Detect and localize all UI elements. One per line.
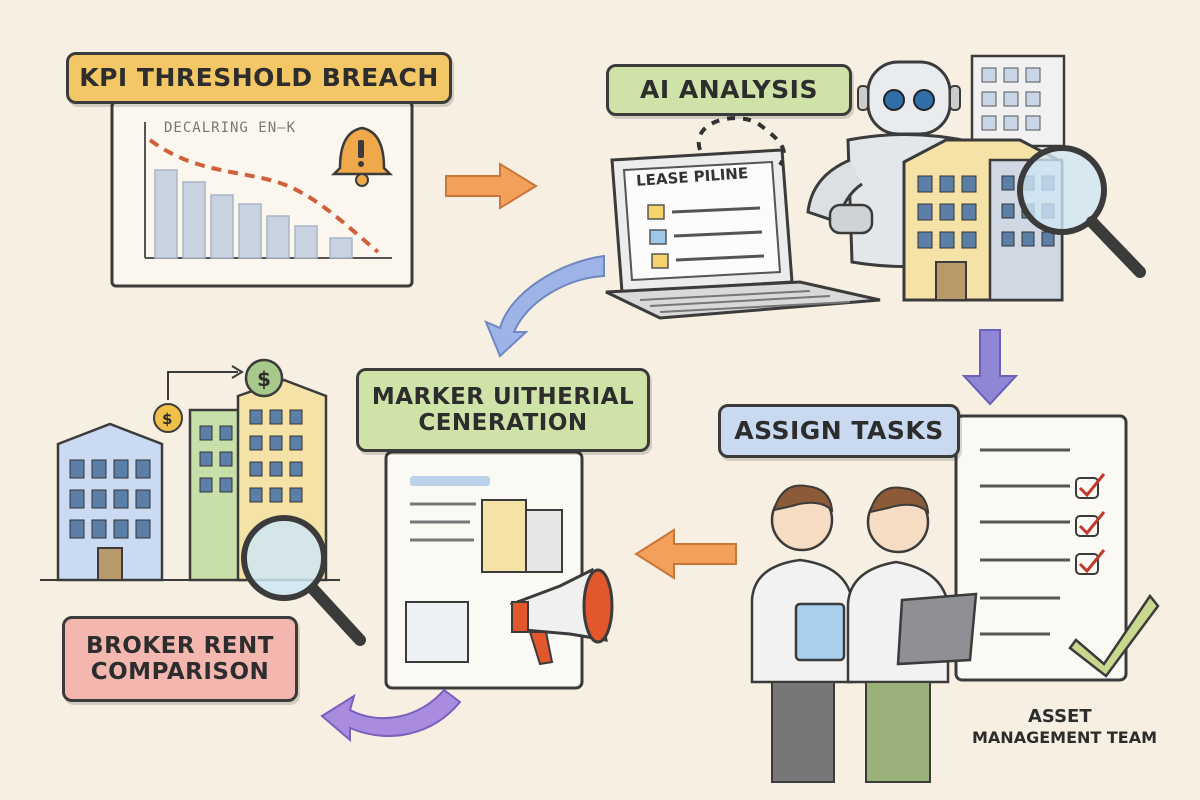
chart-bar: [182, 181, 206, 259]
chart-bar: [294, 225, 318, 259]
magnifier-icon-top: [1017, 145, 1146, 278]
chart-annotation: DECALRING EN—K: [164, 120, 297, 136]
chart-bar: [266, 215, 290, 259]
chart-bar: [210, 194, 234, 259]
chart-bar: [329, 237, 353, 259]
asset-team-people: [750, 484, 978, 783]
arrow-kpi-to-ai: [445, 162, 538, 210]
task-checklist-board: [954, 414, 1160, 682]
kpi-chart-board: [110, 100, 414, 288]
arrow-marker-to-broker: [320, 688, 462, 743]
step-assign-label: ASSIGN TASKS: [734, 415, 944, 445]
arrow-assign-to-marker: [634, 528, 737, 580]
step-broker-rent-comparison: BROKER RENT COMPARISON: [62, 616, 298, 702]
magnifier-icon-bottom: [241, 515, 366, 646]
chart-bar: [154, 169, 178, 259]
marketing-document: [384, 450, 584, 690]
step-kpi-threshold-breach: KPI THRESHOLD BREACH: [66, 52, 452, 104]
step-broker-line1: BROKER RENT: [86, 632, 274, 659]
team-line1: ASSET: [1028, 706, 1092, 727]
laptop-illustration: [605, 116, 881, 320]
chart-bar: [238, 203, 262, 259]
checkbox-icon: [1075, 473, 1106, 575]
megaphone-icon: [509, 567, 614, 666]
svg-text:$: $: [162, 410, 172, 428]
step-kpi-label: KPI THRESHOLD BREACH: [79, 62, 439, 92]
svg-text:$: $: [257, 367, 271, 391]
alarm-bell-icon: [330, 126, 394, 187]
step-broker-line2: COMPARISON: [90, 659, 270, 685]
laptop-checklist: [647, 204, 765, 269]
chart-bars: [154, 169, 353, 259]
step-marker-line2: CENERATION: [418, 410, 588, 436]
dollar-coin-icon: $ $: [153, 358, 284, 433]
step-assign-tasks: ASSIGN TASKS: [718, 404, 960, 458]
arrow-ai-to-marker: [484, 254, 605, 358]
team-line2: MANAGEMENT TEAM: [972, 727, 1158, 747]
step-marker-generation: MARKER UITHERIAL CENERATION: [356, 368, 650, 452]
big-checkmark-icon: [1068, 593, 1160, 678]
declining-trend-line: [148, 138, 380, 254]
arrow-ai-to-assign: [961, 329, 1019, 406]
step-marker-line1: MARKER UITHERIAL: [371, 383, 635, 410]
asset-management-team-caption: ASSET MANAGEMENT TEAM: [972, 706, 1162, 747]
step-ai-label: AI ANALYSIS: [640, 74, 818, 104]
step-ai-analysis: AI ANALYSIS: [606, 64, 852, 116]
